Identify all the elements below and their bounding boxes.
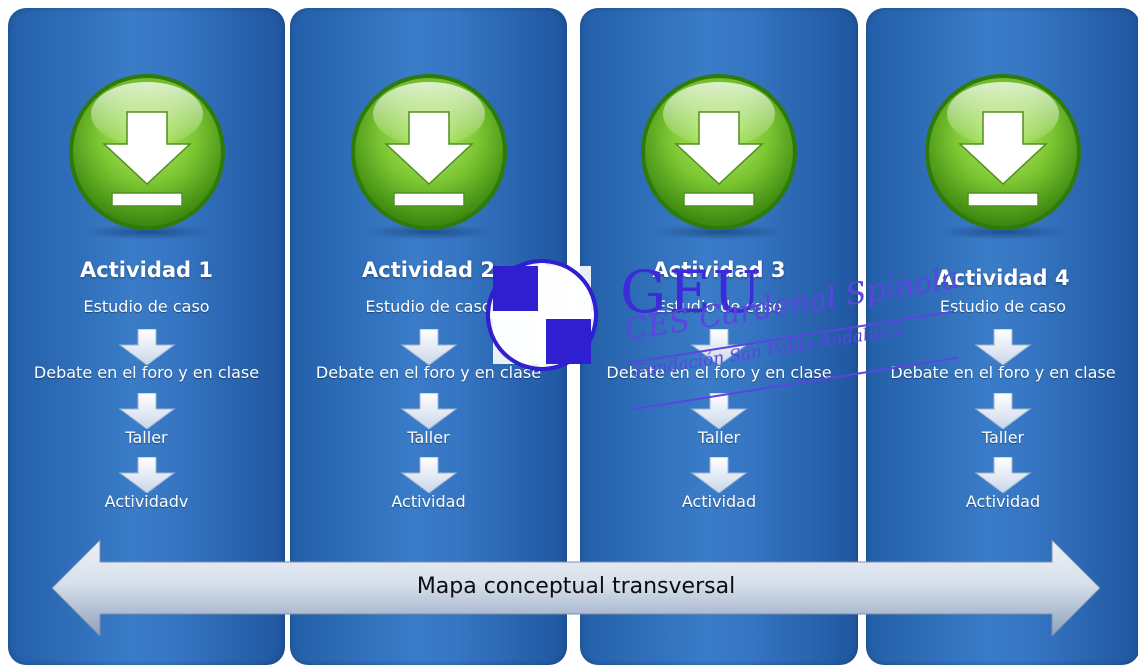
activity-step: Taller (981, 428, 1025, 447)
activity-step: Taller (407, 428, 450, 447)
activity-step: Debate en el foro y en clase (890, 363, 1116, 382)
down-arrow-icon (690, 392, 748, 430)
download-icon (634, 72, 804, 242)
activity-step: Taller (697, 428, 741, 447)
activity-step: Debate en el foro y en clase (606, 363, 832, 382)
activity-step: Debate en el foro y en clase (315, 363, 542, 382)
activity-step: Estudio de caso (655, 297, 783, 316)
down-arrow-icon (117, 456, 176, 494)
activity-step: Actividad (391, 492, 466, 511)
download-icon (918, 72, 1088, 242)
down-arrow-icon (974, 456, 1032, 494)
down-arrow-icon (117, 392, 176, 430)
download-icon (344, 72, 514, 242)
down-arrow-icon (399, 392, 458, 430)
download-icon (62, 72, 232, 242)
activity-title: Actividad 3 (652, 258, 786, 282)
down-arrow-icon (690, 456, 748, 494)
watermark-logo-text: GEU (620, 258, 764, 326)
activity-title: Actividad 1 (80, 258, 213, 282)
transversal-map-label: Mapa conceptual transversal (416, 574, 736, 599)
activity-title: Actividad 4 (936, 266, 1070, 290)
activity-step: Estudio de caso (365, 297, 492, 316)
down-arrow-icon (974, 328, 1032, 366)
down-arrow-icon (974, 392, 1032, 430)
down-arrow-icon (399, 328, 458, 366)
transversal-double-arrow (52, 540, 1100, 636)
activity-step: Taller (125, 428, 168, 447)
activity-step: Debate en el foro y en clase (33, 363, 260, 382)
activity-step: Actividad (965, 492, 1041, 511)
down-arrow-icon (399, 456, 458, 494)
activity-step: Estudio de caso (83, 297, 210, 316)
activity-step: Actividadv (104, 492, 189, 511)
activity-step: Estudio de caso (939, 297, 1067, 316)
geu-cross-logo-icon (486, 259, 598, 371)
activity-step: Actividad (681, 492, 757, 511)
activity-title: Actividad 2 (362, 258, 495, 282)
down-arrow-icon (117, 328, 176, 366)
